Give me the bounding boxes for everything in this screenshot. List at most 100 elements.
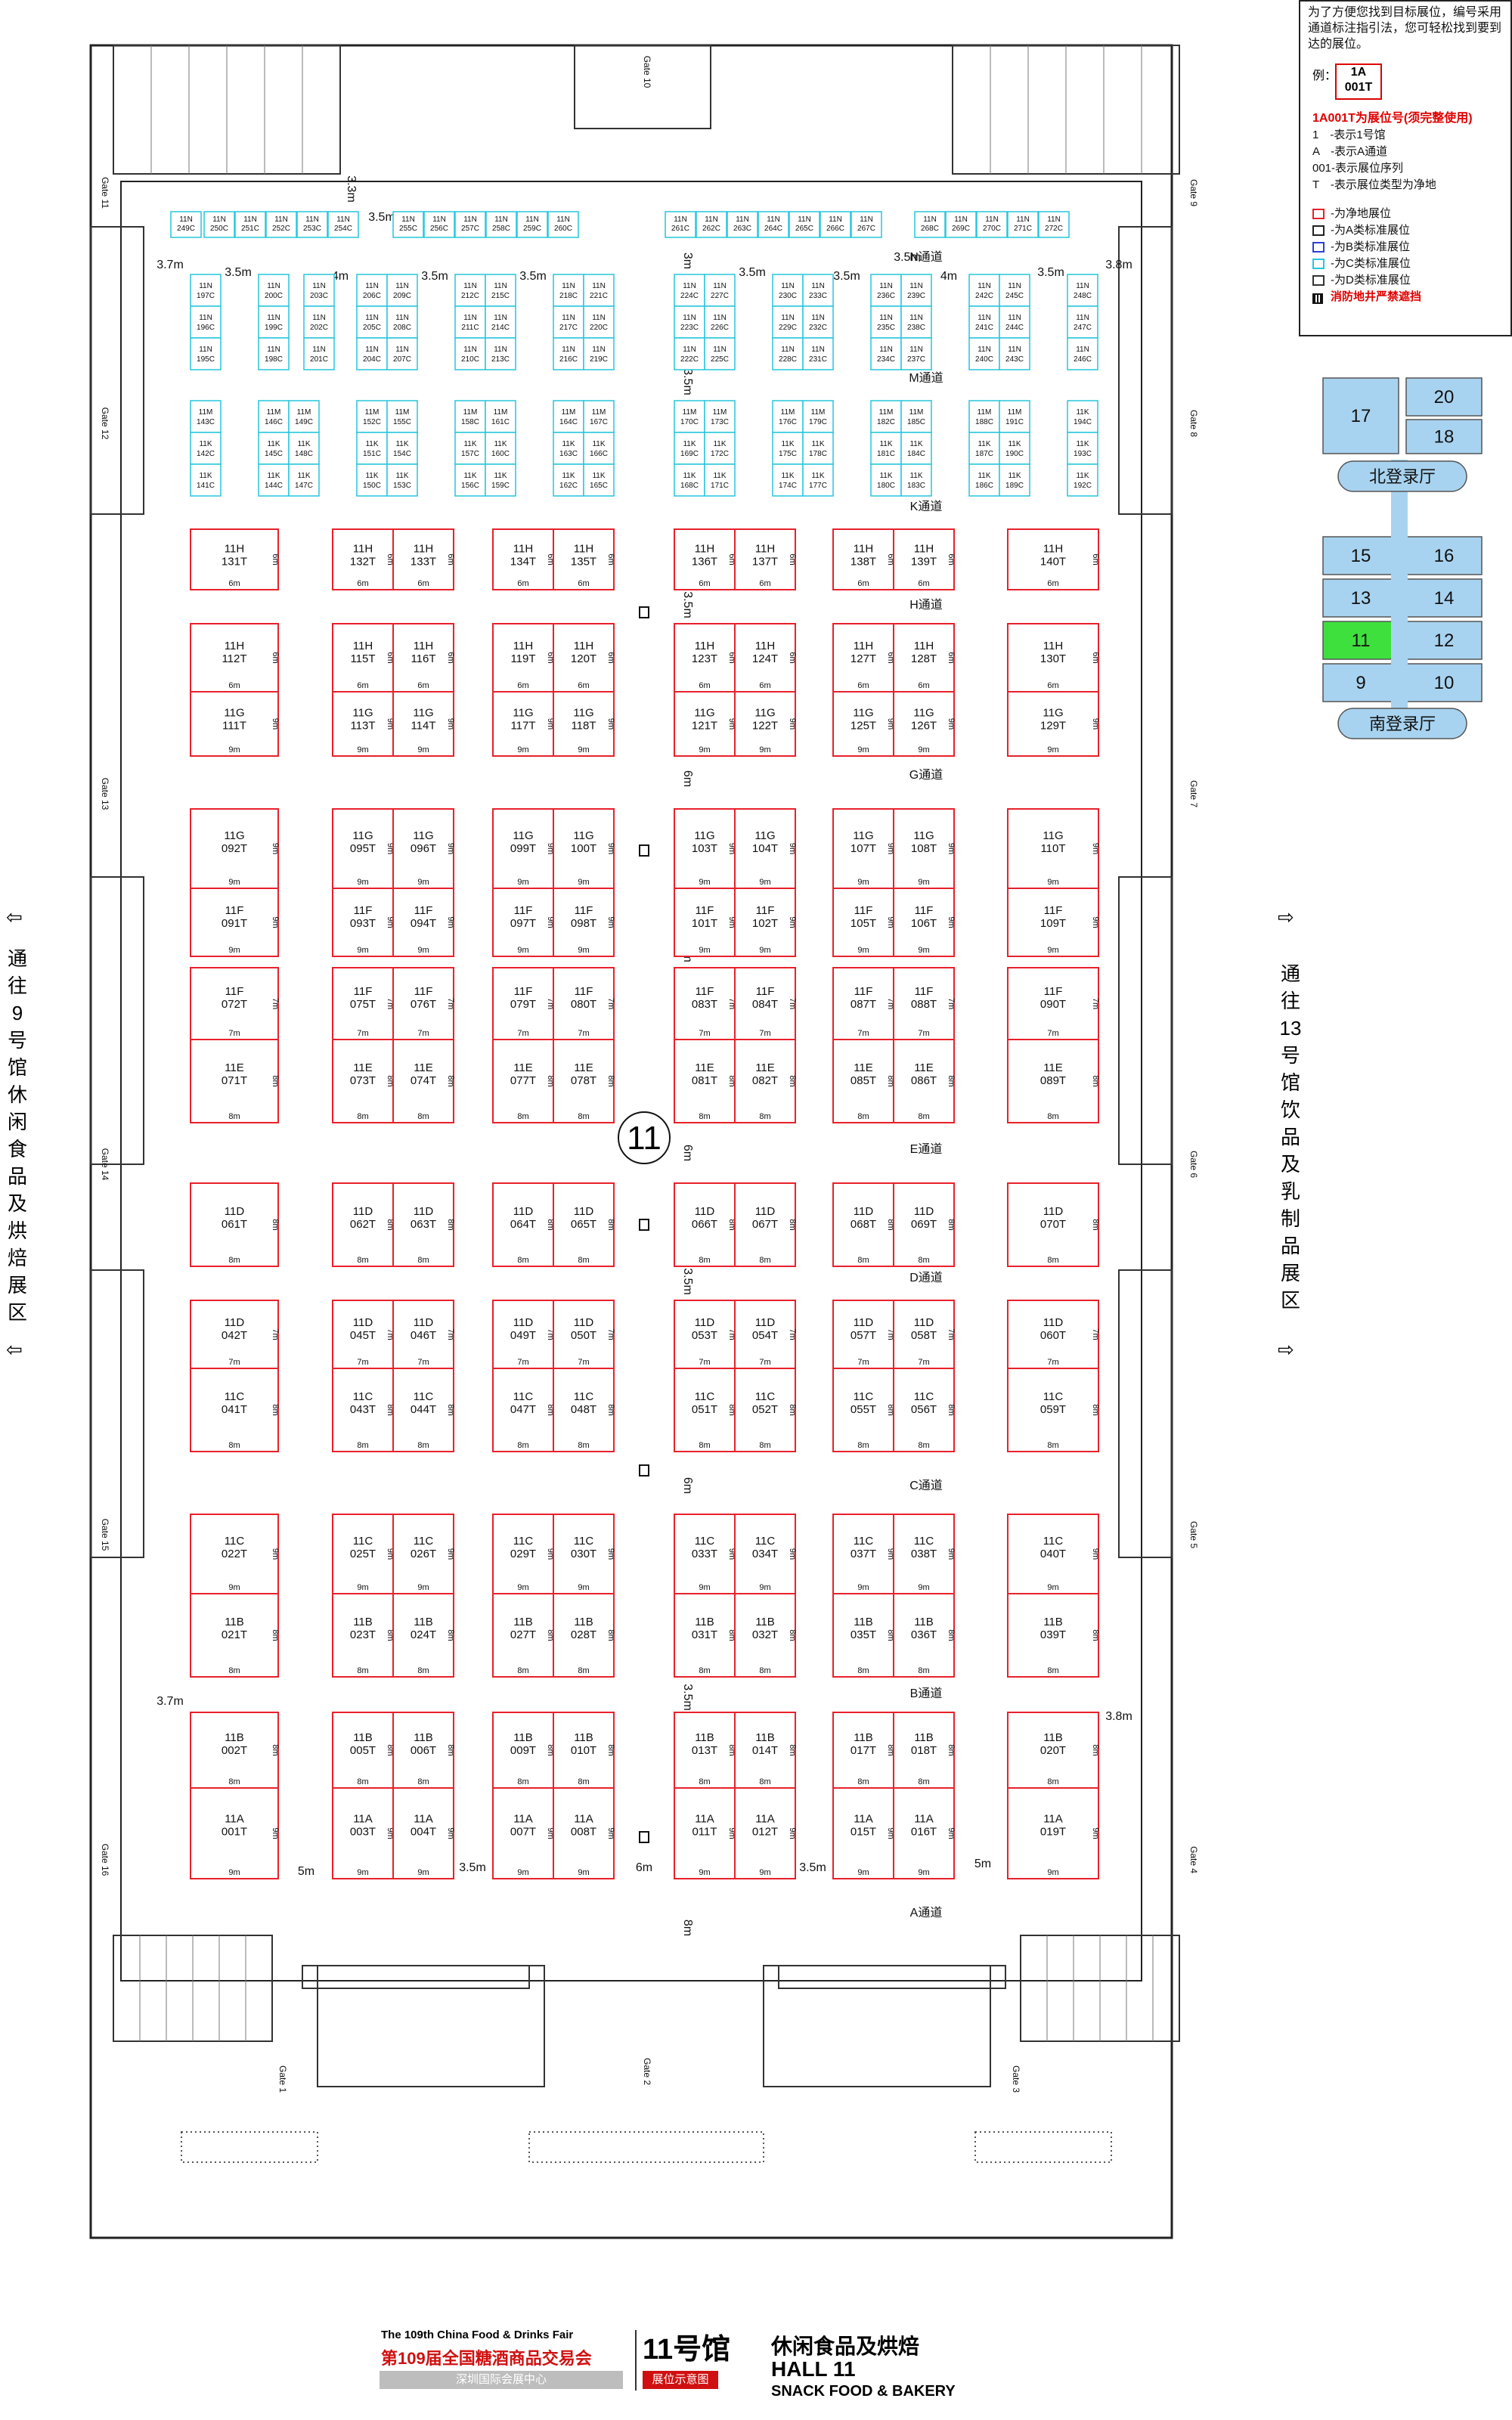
booth-number: 248C (1074, 292, 1092, 300)
booth-outline (734, 1514, 796, 1594)
booth-number: 061T (222, 1218, 247, 1231)
booth-hall-aisle: 11E (574, 1061, 593, 1074)
booth-hall-aisle: 11A (353, 1813, 373, 1826)
map-label: 展位示意图 (643, 2371, 718, 2389)
booth-width-label: 6m (357, 681, 368, 690)
legend-swatch-type-b (1312, 242, 1325, 253)
booth-outline (454, 274, 486, 307)
keymap-hall-number: 15 (1351, 546, 1371, 566)
hall-number-marker: 11 (627, 1120, 662, 1157)
side-utility-block (1118, 1269, 1173, 1558)
booth-hall-aisle: 11H (755, 542, 775, 555)
booth-width-label: 7m (357, 1358, 368, 1367)
booth-number: 184C (907, 450, 925, 458)
fair-title-cn: 第109届全国糖酒商品交易会 (381, 2349, 592, 2368)
booth-outline (386, 432, 418, 465)
booth-depth-label: 8m (271, 1629, 280, 1641)
booth-hall-aisle: 11E (414, 1061, 433, 1074)
booth-number: 081T (692, 1074, 717, 1087)
booth-width-label: 8m (918, 1112, 929, 1121)
booth-width-label: 9m (759, 1868, 770, 1877)
booth-number: 187C (975, 450, 993, 458)
dimension-label: 4m (332, 270, 349, 283)
booth-number: 004T (411, 1826, 436, 1839)
booth-hall-aisle: 11N (713, 314, 727, 322)
booth-width-label: 9m (517, 946, 528, 955)
booth-number: 153C (393, 482, 411, 490)
booth-outline (772, 305, 804, 339)
hall-marker-circle (618, 1111, 671, 1164)
aisle-label: A通道 (910, 1906, 943, 1920)
booth-hall-aisle: 11K (463, 440, 476, 448)
booth-hall-aisle: 11N (781, 314, 795, 322)
booth-outline (553, 1787, 615, 1879)
booth-outline (553, 463, 584, 497)
booth-hall-aisle: 11D (755, 1316, 776, 1329)
booth-number: 064T (510, 1218, 536, 1231)
booth-hall-aisle: 11F (414, 904, 433, 917)
booth-hall-aisle: 11K (683, 440, 696, 448)
booth-outline (386, 274, 418, 307)
booth-number: 110T (1040, 842, 1065, 855)
legend-type-d: -为D类标准展位 (1331, 274, 1411, 287)
booth-outline (392, 691, 454, 757)
booth-hall-aisle: 11H (574, 640, 593, 652)
hall-inner-wall (120, 181, 1142, 1982)
booth-depth-label: 8m (1091, 1404, 1100, 1415)
booth-outline (258, 337, 290, 370)
booth-hall-aisle: 11C (914, 1535, 934, 1548)
booth-outline (190, 528, 279, 590)
booth-number: 047T (510, 1403, 536, 1416)
booth-number: 202C (310, 324, 328, 332)
aisle-label: D通道 (909, 1271, 943, 1284)
booth-width-label: 8m (1047, 1441, 1058, 1450)
booth-outline (734, 1593, 796, 1678)
booth-width-label: 9m (699, 1583, 710, 1592)
booth-hall-aisle: 11N (395, 345, 409, 354)
right-side-note: 通往13号馆饮品及乳制品展区 (1279, 962, 1302, 1312)
booth-number: 260C (554, 225, 572, 233)
booth-outline (485, 211, 517, 238)
booth-hall-aisle: 11N (525, 215, 539, 224)
booth-number: 011T (692, 1826, 717, 1839)
booth-hall-aisle: 11M (1008, 408, 1022, 417)
booth-depth-label: 8m (788, 1219, 797, 1230)
booth-number: 147C (295, 482, 313, 490)
booth-depth-label: 8m (788, 1744, 797, 1755)
dimension-label: 3.5m (681, 1268, 694, 1295)
legend-type-b: -为B类标准展位 (1331, 240, 1411, 253)
booth-hall-aisle: 11N (705, 215, 718, 224)
booth-outline (258, 463, 290, 497)
booth-number: 194C (1074, 418, 1092, 426)
booth-number: 098T (571, 917, 596, 930)
booth-hall-aisle: 11N (365, 345, 379, 354)
booth-hall-aisle: 11C (1043, 1535, 1064, 1548)
booth-hall-aisle: 11N (432, 215, 446, 224)
booth-width-label: 9m (857, 1868, 869, 1877)
dimension-label: 3.5m (421, 270, 448, 283)
booth-width-label: 9m (759, 946, 770, 955)
booth-number: 242C (975, 292, 993, 300)
keymap-hall-number: 13 (1351, 588, 1371, 609)
dimension-label: 6m (636, 1861, 652, 1874)
